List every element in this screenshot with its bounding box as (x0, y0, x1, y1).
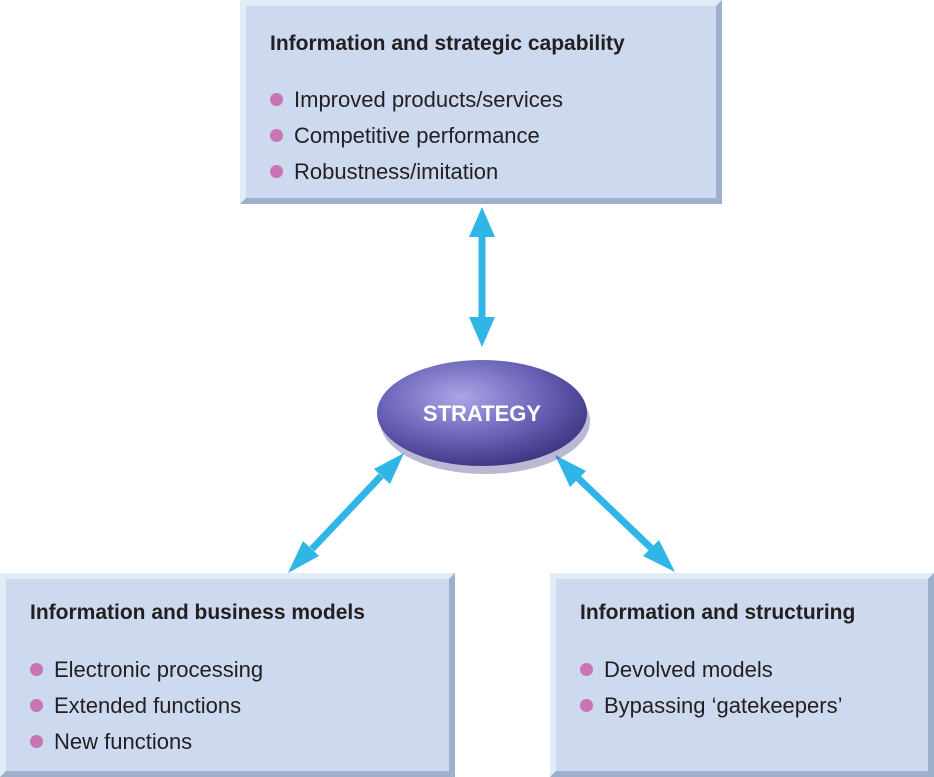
item-list: Devolved models Bypassing ‘gatekeepers’ (580, 652, 842, 724)
item-list: Electronic processing Extended functions… (30, 652, 263, 760)
list-item: Extended functions (30, 688, 263, 724)
list-item-label: Devolved models (604, 657, 773, 682)
list-item-label: Improved products/services (294, 87, 563, 112)
strategy-label: STRATEGY (423, 401, 541, 426)
list-item-label: Bypassing ‘gatekeepers’ (604, 693, 843, 718)
panel-structuring: Information and structuring Devolved mod… (550, 573, 934, 777)
list-item-label: Competitive performance (294, 123, 540, 148)
list-item: New functions (30, 724, 263, 760)
list-item-label: Extended functions (54, 693, 242, 718)
strategy-node: STRATEGY (377, 360, 590, 474)
panel-title: Information and business models (30, 601, 365, 624)
list-item: Bypassing ‘gatekeepers’ (580, 688, 842, 724)
bullet-icon (580, 699, 593, 712)
list-item-label: New functions (54, 729, 193, 754)
arrow-top-icon (469, 207, 495, 347)
panel-business-models: Information and business models Electron… (0, 573, 455, 777)
panel-strategic-capability: Information and strategic capability Imp… (240, 0, 722, 204)
list-item: Devolved models (580, 652, 842, 688)
arrow-right-icon (555, 455, 675, 572)
list-item: Improved products/services (270, 82, 563, 118)
list-item: Competitive performance (270, 118, 563, 154)
list-item: Robustness/imitation (270, 154, 563, 190)
panel-title: Information and strategic capability (270, 32, 625, 55)
list-item-label: Electronic processing (54, 657, 264, 682)
arrow-left-icon (288, 453, 404, 573)
item-list: Improved products/services Competitive p… (270, 82, 563, 190)
bullet-icon (270, 129, 283, 142)
bullet-icon (30, 699, 43, 712)
list-item: Electronic processing (30, 652, 263, 688)
bullet-icon (30, 663, 43, 676)
list-item-label: Robustness/imitation (294, 159, 499, 184)
bullet-icon (270, 93, 283, 106)
panel-title: Information and structuring (580, 601, 856, 624)
bullet-icon (580, 663, 593, 676)
bullet-icon (30, 735, 43, 748)
bullet-icon (270, 165, 283, 178)
